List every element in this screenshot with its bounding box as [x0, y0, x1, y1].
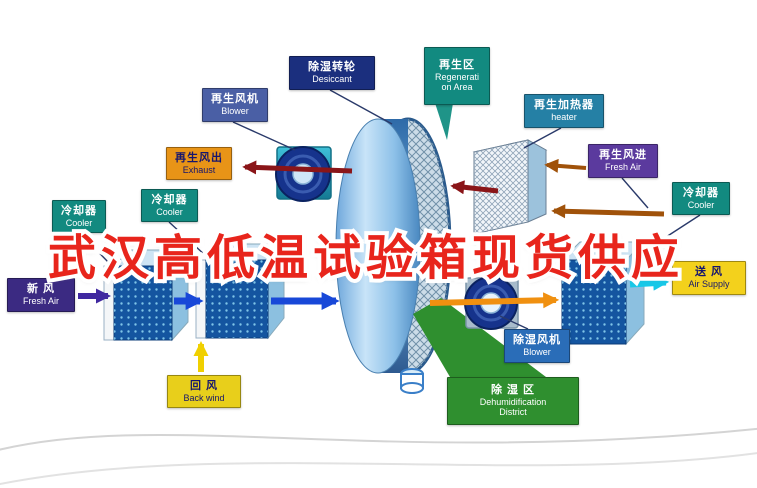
- label-regen-fresh-air-en: Fresh Air: [604, 162, 641, 173]
- page-title-outline: 武汉高低温试验箱现货供应: [44, 228, 685, 289]
- label-dehumid-district-en1: Dehumidification: [479, 396, 547, 407]
- label-cooler-right: 冷却器 Cooler: [672, 182, 730, 215]
- label-cooler-li-en: Cooler: [156, 206, 183, 217]
- label-dehumid-district-zh: 除 湿 区: [490, 383, 536, 396]
- label-regen-fresh-air: 再生风进 Fresh Air: [588, 144, 658, 178]
- exhaust-arrow: [242, 160, 353, 175]
- label-dehumid-district-en2: District: [499, 407, 527, 418]
- heater-to-rotor-arrow: [450, 180, 499, 195]
- regen-blower-fan: [275, 146, 332, 202]
- label-air-supply: 送 风 Air Supply: [672, 261, 746, 295]
- label-regeneration-zh: 再生区: [439, 58, 475, 71]
- label-back-wind-en: Back wind: [183, 392, 225, 403]
- label-exhaust-en: Exhaust: [182, 164, 216, 175]
- label-dehumid-blower-en: Blower: [523, 347, 551, 358]
- label-regeneration-en2: on Area: [441, 82, 473, 93]
- cooler-unit-right: [560, 240, 646, 346]
- page-title: 武汉高低温试验箱现货供应 武汉高低温试验箱现货供应: [44, 218, 685, 289]
- label-fresh-air-zh: 新 风: [26, 283, 56, 296]
- rotor-base-duct: [400, 368, 424, 394]
- heater-unit: [472, 139, 548, 235]
- label-regen-heater-zh: 再生加热器: [534, 99, 594, 112]
- label-regen-blower-zh: 再生风机: [211, 93, 259, 106]
- label-regen-heater-en: heater: [551, 112, 577, 123]
- label-air-supply-zh: 送 风: [694, 266, 724, 279]
- cooler-to-heater-arrow: [551, 204, 665, 219]
- label-regeneration-area: 再生区 Regenerati on Area: [424, 47, 490, 105]
- label-air-supply-en: Air Supply: [688, 279, 730, 290]
- page-title-text: 武汉高低温试验箱现货供应: [48, 232, 685, 285]
- freshair-to-heater-arrow: [544, 158, 587, 173]
- label-exhaust: 再生风出 Exhaust: [166, 147, 232, 180]
- label-regen-heater: 再生加热器 heater: [524, 94, 604, 128]
- label-fresh-air-en: Fresh Air: [22, 296, 59, 307]
- supply-air-arrow: [629, 274, 670, 291]
- label-regen-blower-en: Blower: [221, 106, 249, 117]
- label-cooler-left-outer: 冷却器 Cooler: [52, 200, 106, 233]
- label-back-wind-zh: 回 风: [189, 379, 219, 392]
- label-dehumid-blower: 除湿风机 Blower: [504, 329, 570, 363]
- label-dehumid-blower-zh: 除湿风机: [513, 334, 561, 347]
- label-regeneration-en1: Regenerati: [434, 71, 480, 82]
- label-cooler-lo-en: Cooler: [65, 217, 93, 228]
- label-dehumid-district: 除 湿 区 Dehumidification District: [447, 377, 579, 425]
- label-desiccant-zh: 除湿转轮: [308, 61, 356, 74]
- regeneration-zone-wedge: [435, 103, 453, 140]
- label-exhaust-zh: 再生风出: [175, 151, 223, 164]
- label-cooler-li-zh: 冷却器: [151, 193, 188, 206]
- background-swoosh: [0, 427, 757, 486]
- label-cooler-left-inner: 冷却器 Cooler: [141, 189, 198, 222]
- label-cooler-r-en: Cooler: [687, 199, 715, 210]
- leader-lines: [79, 89, 701, 330]
- label-cooler-r-zh: 冷却器: [683, 186, 719, 199]
- label-cooler-lo-zh: 冷却器: [61, 204, 97, 217]
- rotor-to-coolerbox-arrow: [429, 292, 560, 309]
- label-back-wind: 回 风 Back wind: [167, 375, 241, 408]
- label-regen-fresh-air-zh: 再生风进: [599, 149, 647, 162]
- label-desiccant-en: Desiccant: [312, 74, 352, 85]
- label-desiccant: 除湿转轮 Desiccant: [289, 56, 375, 90]
- label-regen-blower: 再生风机 Blower: [202, 88, 268, 122]
- label-fresh-air: 新 风 Fresh Air: [7, 278, 75, 312]
- flow-arrows: [78, 158, 670, 372]
